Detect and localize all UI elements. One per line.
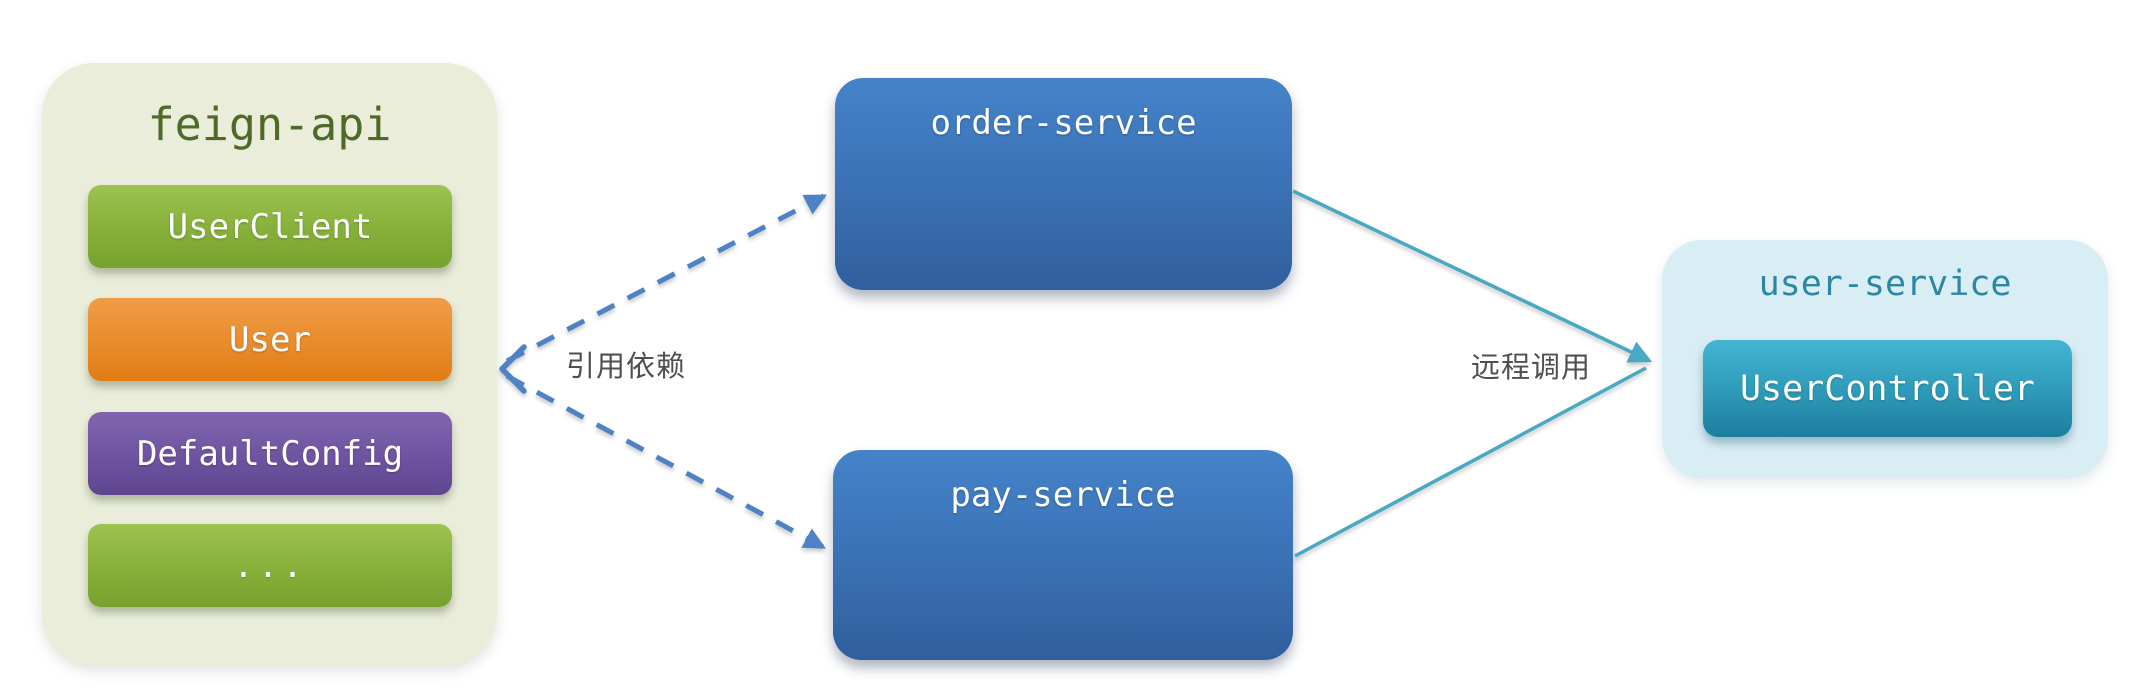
dependency-edge-label: 引用依赖 xyxy=(566,351,687,383)
feign-item-user: User xyxy=(88,298,452,381)
user-controller-item: UserController xyxy=(1703,340,2072,437)
feign-api-panel-title: feign-api xyxy=(147,98,392,151)
order-service-title: order-service xyxy=(930,103,1197,143)
feign-item-defaultconfig: DefaultConfig xyxy=(88,412,452,495)
dependency-chevron-icon xyxy=(499,344,527,394)
feign-api-panel: feign-api UserClient User DefaultConfig … xyxy=(42,63,497,665)
user-service-panel-title: user-service xyxy=(1758,264,2012,304)
user-service-panel: user-service UserController xyxy=(1662,240,2108,478)
feign-item-userclient: UserClient xyxy=(88,185,452,268)
dashed-arrow-to-order-service xyxy=(505,193,827,364)
solid-arrow-order-to-user-service xyxy=(1292,189,1653,363)
solid-arrow-pay-to-user-service xyxy=(1294,366,1647,558)
pay-service-title: pay-service xyxy=(950,475,1176,515)
service-box-pay: pay-service xyxy=(833,450,1293,660)
service-box-order: order-service xyxy=(835,78,1292,290)
feign-item-ellipsis: ... xyxy=(88,524,452,607)
remote-call-edge-label: 远程调用 xyxy=(1471,352,1592,384)
dashed-arrow-to-pay-service xyxy=(505,373,826,550)
